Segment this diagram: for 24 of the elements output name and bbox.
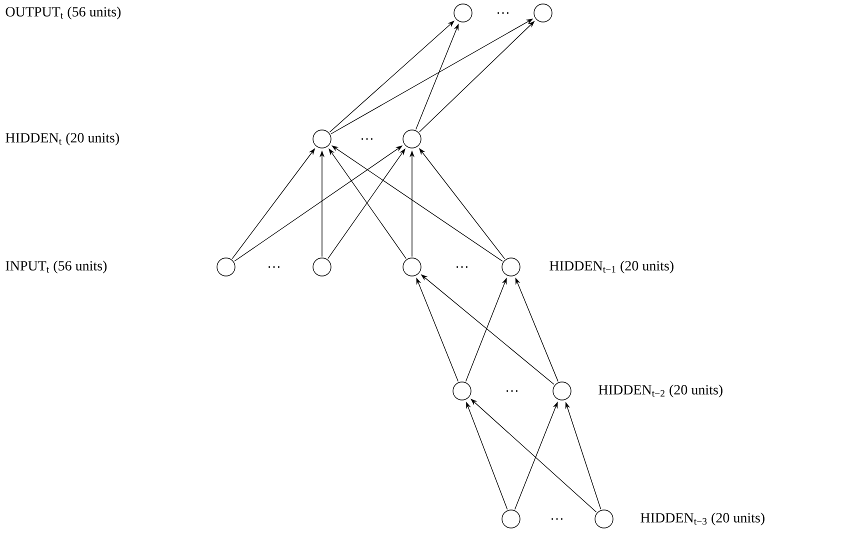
layer-label: HIDDEN$_{t−2}$ (20 units) xyxy=(598,384,722,398)
ellipsis: … xyxy=(552,518,563,520)
unit-circle xyxy=(452,382,472,400)
layer-label: INPUT$_{t}$ (56 units) xyxy=(6,260,107,274)
unit-circle xyxy=(502,258,520,276)
layer-label: HIDDEN$_{t−3}$ (20 units) xyxy=(640,512,764,526)
unit-circle xyxy=(402,258,422,276)
layer-label: HIDDEN$_{t−1}$ (20 units) xyxy=(550,260,674,274)
layer-label: HIDDEN$_{t}$ (20 units) xyxy=(6,132,120,146)
ellipsis: … xyxy=(498,12,509,14)
unit-circle xyxy=(402,130,422,148)
ellipsis: … xyxy=(456,266,468,268)
unit-circle xyxy=(502,510,520,528)
unit-circle xyxy=(216,258,236,276)
ellipsis: … xyxy=(506,390,518,392)
unit-circle xyxy=(534,4,552,22)
unit-circle xyxy=(594,510,614,528)
unit-circle xyxy=(552,382,572,400)
unit-circle xyxy=(454,4,472,22)
unit-circle xyxy=(312,258,332,276)
unit-circle xyxy=(312,130,332,148)
layer-label: OUTPUT$_{t}$ (56 units) xyxy=(6,6,121,20)
ellipsis: … xyxy=(268,266,280,268)
ellipsis: … xyxy=(362,138,373,140)
